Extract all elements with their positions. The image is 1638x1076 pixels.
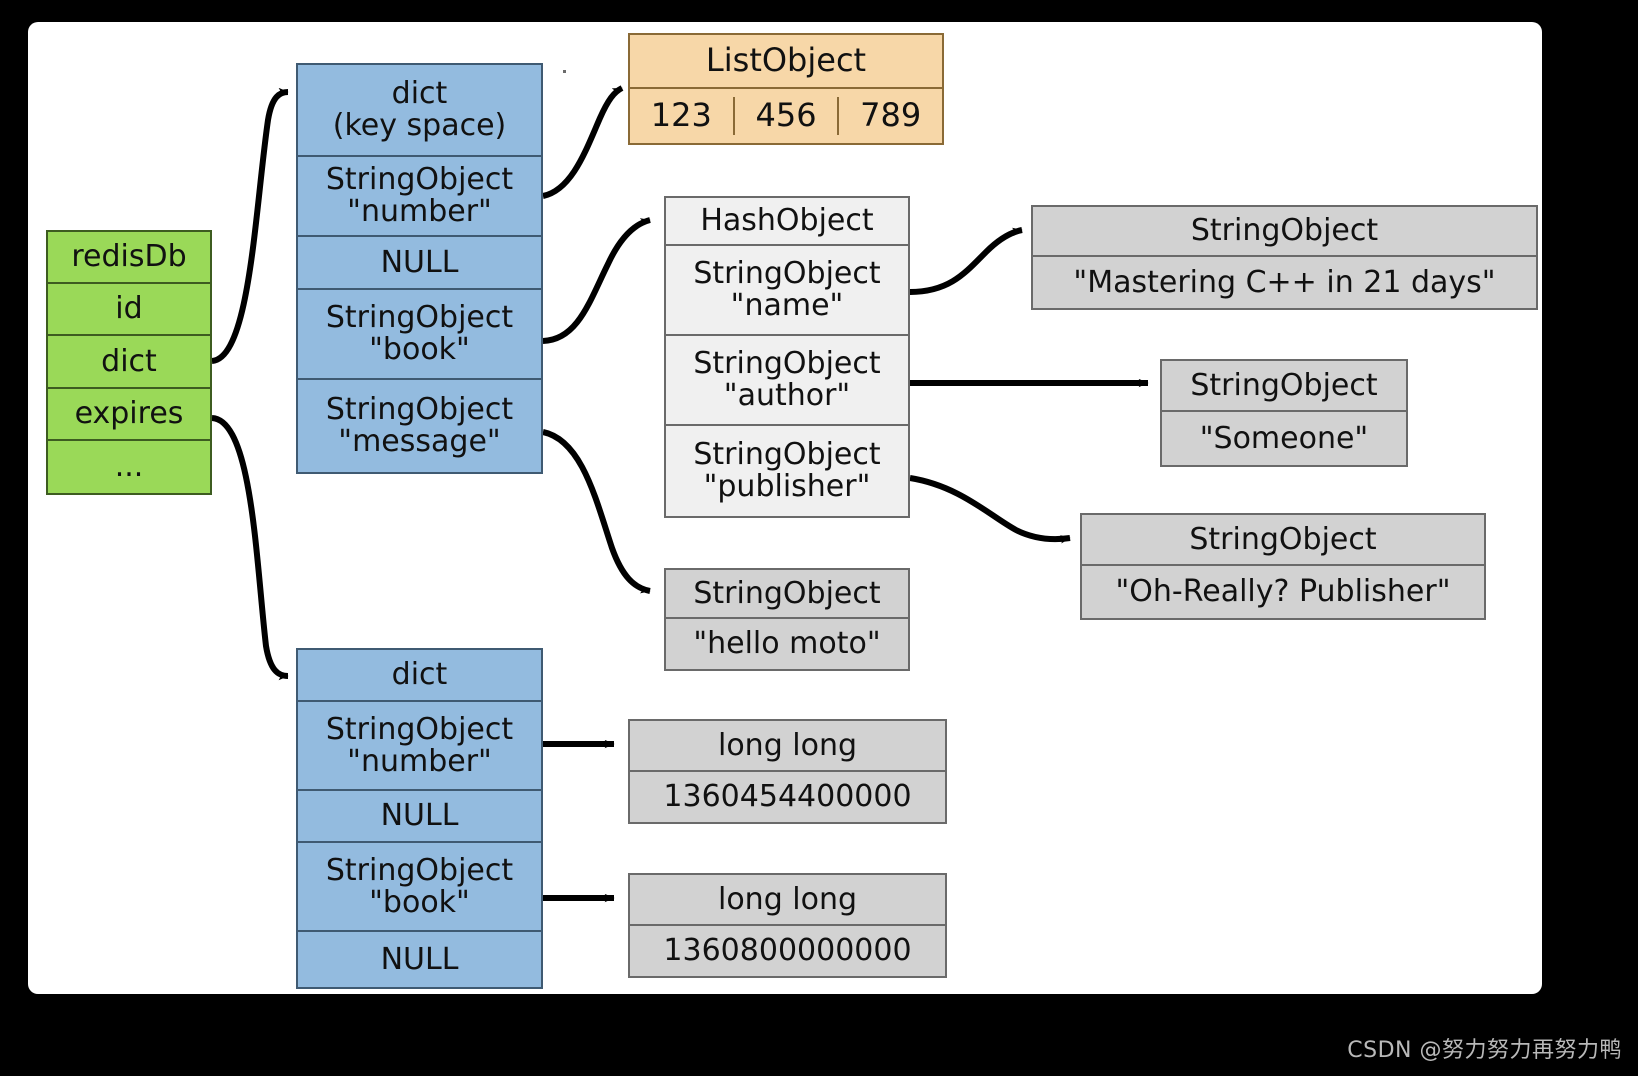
stray-dot [563, 70, 566, 73]
expires-dict-entry-null-2: NULL [298, 932, 541, 987]
keyspace-dict-entry-book: StringObject "book" [298, 290, 541, 380]
list-object-elements: 123 456 789 [630, 89, 942, 143]
keyspace-dict-entry-number: StringObject "number" [298, 157, 541, 237]
string-object-book-name-node: StringObject "Mastering C++ in 21 days" [1031, 205, 1538, 310]
string-object-book-name-value: "Mastering C++ in 21 days" [1033, 257, 1536, 308]
list-object-header: ListObject [630, 35, 942, 90]
string-object-message-node: StringObject "hello moto" [664, 568, 910, 671]
hash-object-node: HashObject StringObject "name" StringObj… [664, 196, 910, 518]
longlong-book-expire-value: 1360800000000 [630, 926, 945, 976]
expires-dict-node: dict StringObject "number" NULL StringOb… [296, 648, 543, 989]
hash-object-header: HashObject [666, 198, 908, 246]
longlong-book-expire-header: long long [630, 875, 945, 926]
redisdb-row-title: redisDb [48, 232, 210, 285]
string-object-book-name-header: StringObject [1033, 207, 1536, 257]
hash-object-field-name: StringObject "name" [666, 246, 908, 336]
redisdb-row-id: id [48, 284, 210, 337]
longlong-number-expire-value: 1360454400000 [630, 772, 945, 822]
expires-dict-entry-number: StringObject "number" [298, 702, 541, 791]
keyspace-dict-node: dict (key space) StringObject "number" N… [296, 63, 543, 474]
string-object-author-node: StringObject "Someone" [1160, 359, 1408, 467]
expires-dict-entry-book: StringObject "book" [298, 843, 541, 932]
longlong-number-expire-node: long long 1360454400000 [628, 719, 947, 824]
hash-object-field-publisher: StringObject "publisher" [666, 426, 908, 516]
redisdb-node: redisDb id dict expires ... [46, 230, 212, 495]
string-object-publisher-header: StringObject [1082, 515, 1484, 566]
redisdb-row-dict: dict [48, 336, 210, 389]
redisdb-row-expires: expires [48, 388, 210, 441]
watermark-text: CSDN @努力努力再努力鸭 [1347, 1038, 1622, 1063]
string-object-message-header: StringObject [666, 570, 908, 619]
hash-object-field-author: StringObject "author" [666, 336, 908, 426]
string-object-message-value: "hello moto" [666, 619, 908, 669]
keyspace-dict-entry-message: StringObject "message" [298, 380, 541, 472]
keyspace-dict-header: dict (key space) [298, 65, 541, 157]
string-object-author-value: "Someone" [1162, 412, 1406, 465]
longlong-book-expire-node: long long 1360800000000 [628, 873, 947, 978]
longlong-number-expire-header: long long [630, 721, 945, 772]
expires-dict-entry-null-1: NULL [298, 791, 541, 843]
string-object-author-header: StringObject [1162, 361, 1406, 412]
list-object-element-1: 456 [735, 97, 840, 135]
list-object-element-0: 123 [630, 97, 735, 135]
redisdb-row-ellipsis: ... [48, 440, 210, 493]
list-object-node: ListObject 123 456 789 [628, 33, 944, 145]
string-object-publisher-node: StringObject "Oh-Really? Publisher" [1080, 513, 1486, 620]
expires-dict-header: dict [298, 650, 541, 702]
string-object-publisher-value: "Oh-Really? Publisher" [1082, 566, 1484, 618]
keyspace-dict-entry-null-1: NULL [298, 237, 541, 290]
list-object-element-2: 789 [860, 96, 922, 135]
